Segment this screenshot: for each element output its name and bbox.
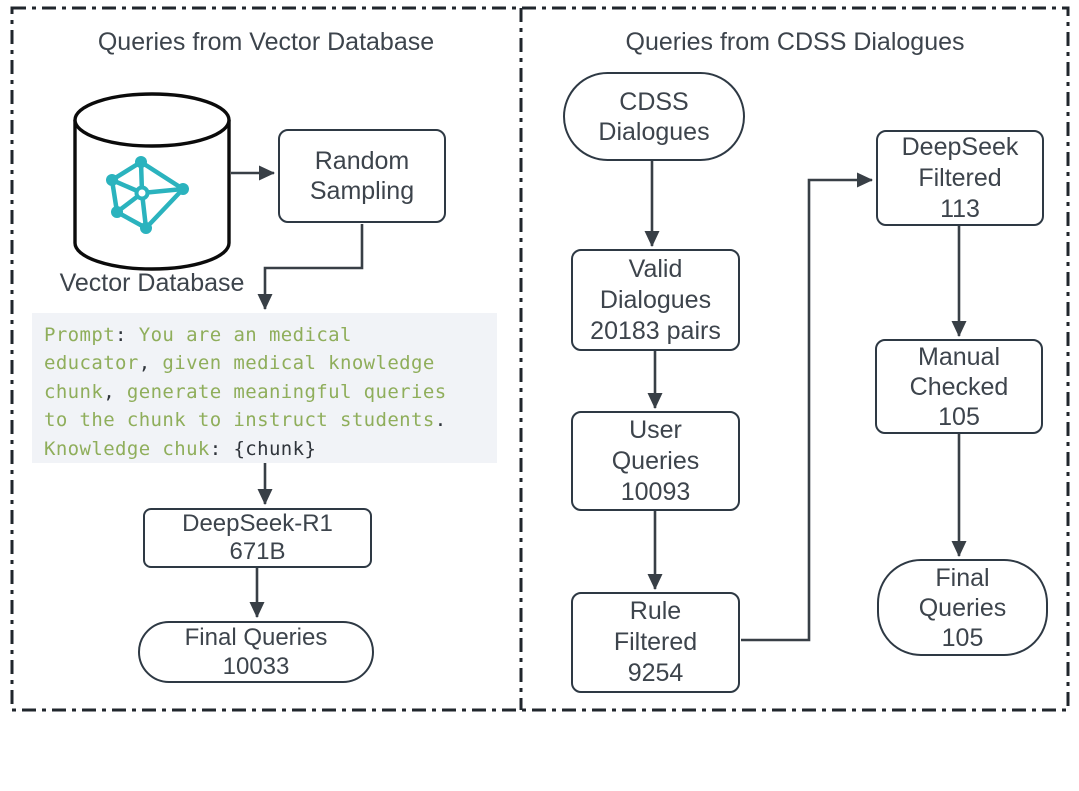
node-line: Random <box>314 147 410 175</box>
node-line: Rule <box>629 597 682 625</box>
node-line: Dialogues <box>598 117 710 146</box>
node-final-queries-right: Final Queries 105 <box>877 559 1048 656</box>
node-line: 10033 <box>222 653 290 680</box>
node-line: 671B <box>229 538 286 565</box>
node-line: CDSS <box>619 87 689 116</box>
arrow-random-sampling-to-prompt <box>257 224 364 310</box>
node-valid-dialogues: Valid Dialogues 20183 pairs <box>571 249 740 351</box>
node-line: Queries <box>918 593 1007 622</box>
node-rule-filtered: Rule Filtered 9254 <box>571 592 740 693</box>
node-line: 113 <box>940 194 980 223</box>
node-line: Manual <box>918 342 1000 371</box>
prompt-line: Prompt: You are an medical <box>44 324 352 346</box>
node-line: Queries <box>611 446 700 475</box>
node-line: Filtered <box>613 628 698 656</box>
node-line: 10093 <box>620 477 691 506</box>
node-cdss-dialogues: CDSS Dialogues <box>563 72 745 161</box>
database-cylinder-icon <box>73 92 231 271</box>
node-line: DeepSeek-R1 <box>182 510 333 537</box>
left-panel-title: Queries from Vector Database <box>97 28 435 56</box>
prompt-line: to the chunk to instruct students. <box>44 409 447 432</box>
node-manual-checked: Manual Checked 105 <box>875 339 1043 434</box>
network-graph-icon <box>106 156 189 234</box>
node-line: Dialogues <box>599 285 712 314</box>
node-random-sampling: Random Sampling <box>278 129 446 223</box>
prompt-line: educator, given medical knowledge <box>44 352 435 375</box>
node-final-queries-left: Final Queries 10033 <box>138 621 374 683</box>
prompt-line: chunk, generate meaningful queries <box>44 380 447 403</box>
node-line: 9254 <box>627 659 684 687</box>
outer-dashdot-border <box>10 6 1070 712</box>
prompt-box: Prompt: You are an medical educator, give… <box>32 313 497 463</box>
node-line: DeepSeek <box>901 132 1019 161</box>
node-line: Final Queries <box>184 624 328 651</box>
node-line: Sampling <box>309 177 415 205</box>
prompt-line: Knowledge chuk: {chunk} <box>44 437 317 460</box>
vector-database-label: Vector Database <box>59 269 245 297</box>
node-line: Checked <box>909 372 1009 401</box>
node-line: Final <box>935 563 990 592</box>
node-line: Filtered <box>918 163 1002 192</box>
node-line: 105 <box>941 623 984 652</box>
right-panel-title: Queries from CDSS Dialogues <box>625 28 965 56</box>
node-user-queries: User Queries 10093 <box>571 411 740 511</box>
node-deepseek-filtered: DeepSeek Filtered 113 <box>876 130 1044 226</box>
node-line: Valid <box>628 254 683 283</box>
node-line: 20183 pairs <box>590 316 721 345</box>
arrow-rule-to-deepseek-filtered <box>741 172 873 642</box>
node-line: 105 <box>938 402 980 431</box>
node-line: User <box>629 415 682 444</box>
node-deepseek-r1: DeepSeek-R1 671B <box>143 508 372 568</box>
